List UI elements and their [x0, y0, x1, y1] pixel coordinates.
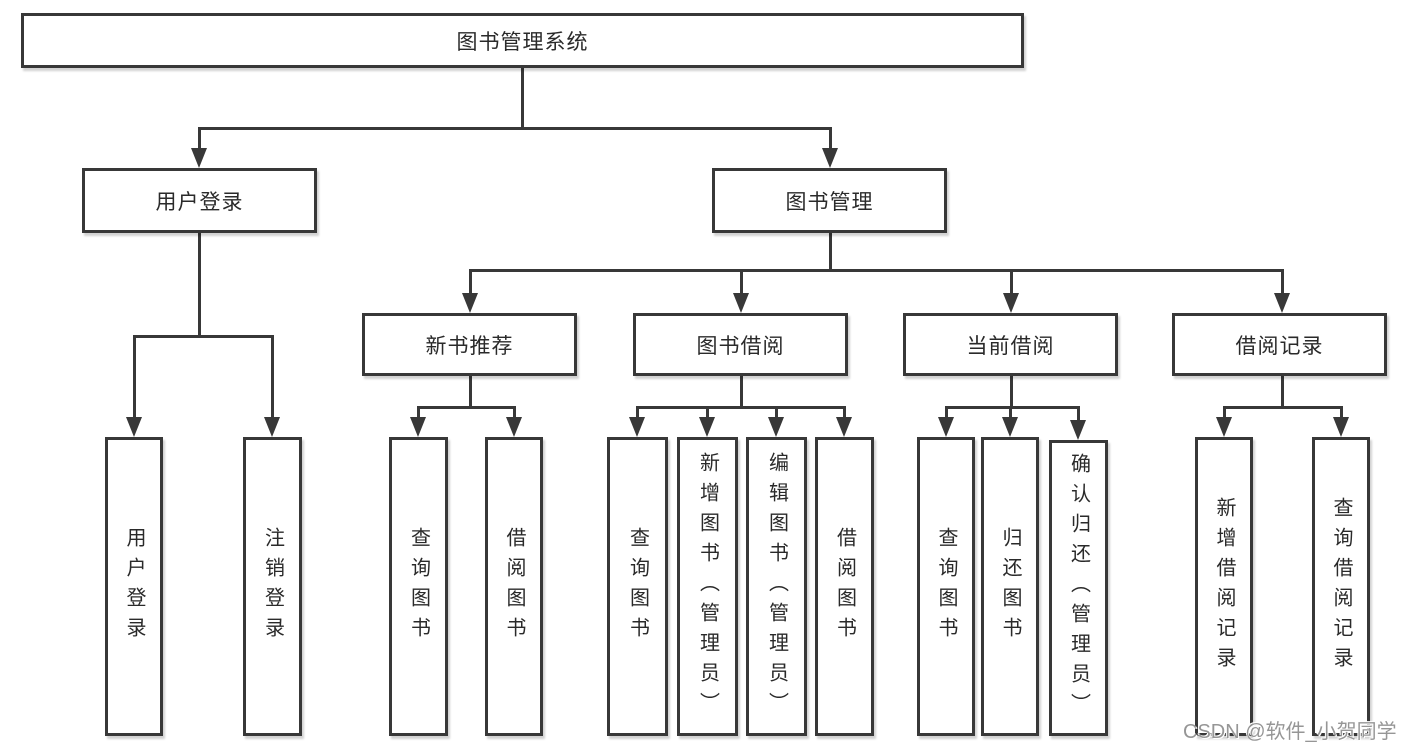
leaf-query-books-recommend: 查询图书	[389, 437, 448, 736]
leaf-borrow-books: 借阅图书	[815, 437, 874, 736]
connector-vline	[1010, 376, 1013, 407]
connector-vline	[133, 336, 136, 423]
connector-vline	[521, 68, 524, 128]
connector-vline	[513, 407, 516, 423]
leaf-query-borrow-record: 查询借阅记录	[1312, 437, 1370, 736]
connector-vline	[740, 376, 743, 407]
arrowhead-down-icon	[768, 417, 784, 437]
node-root: 图书管理系统	[21, 13, 1024, 68]
arrowhead-down-icon	[462, 293, 478, 313]
connector-vline	[1281, 270, 1284, 298]
connector-hline	[198, 127, 832, 130]
connector-hline	[133, 335, 274, 338]
leaf-add-borrow-record: 新增借阅记录	[1195, 437, 1253, 736]
node-book-borrow: 图书借阅	[633, 313, 848, 376]
connector-vline	[945, 407, 948, 423]
leaf-query-books-current: 查询图书	[917, 437, 975, 736]
leaf-confirm-return-admin: 确认归还（管理员）	[1049, 440, 1108, 736]
connector-vline	[271, 336, 274, 423]
connector-vline	[1340, 407, 1343, 423]
arrowhead-down-icon	[822, 148, 838, 168]
connector-vline	[1077, 407, 1080, 426]
connector-hline	[636, 406, 846, 409]
connector-vline	[829, 128, 832, 153]
arrowhead-down-icon	[938, 417, 954, 437]
node-user-login: 用户登录	[82, 168, 317, 233]
arrowhead-down-icon	[1274, 293, 1290, 313]
connector-vline	[843, 407, 846, 423]
connector-vline	[469, 270, 472, 298]
node-current-borrow: 当前借阅	[903, 313, 1118, 376]
connector-vline	[1010, 270, 1013, 298]
arrowhead-down-icon	[410, 417, 426, 437]
connector-vline	[1009, 407, 1012, 423]
connector-vline	[417, 407, 420, 423]
watermark: CSDN @软件_小贺同学	[1183, 721, 1397, 743]
leaf-edit-book-admin: 编辑图书（管理员）	[746, 437, 807, 736]
connector-vline	[636, 407, 639, 423]
arrowhead-down-icon	[733, 293, 749, 313]
arrowhead-down-icon	[1002, 417, 1018, 437]
leaf-add-book-admin: 新增图书（管理员）	[677, 437, 738, 736]
arrowhead-down-icon	[1216, 417, 1232, 437]
node-book-management: 图书管理	[712, 168, 947, 233]
connector-hline	[469, 269, 1284, 272]
arrowhead-down-icon	[836, 417, 852, 437]
connector-hline	[1223, 406, 1343, 409]
connector-vline	[740, 270, 743, 298]
leaf-query-books-borrow: 查询图书	[607, 437, 668, 736]
connector-vline	[198, 233, 201, 336]
connector-vline	[198, 128, 201, 153]
connector-vline	[775, 407, 778, 423]
connector-hline	[945, 406, 1080, 409]
arrowhead-down-icon	[191, 148, 207, 168]
connector-vline	[469, 376, 472, 407]
arrowhead-down-icon	[506, 417, 522, 437]
arrowhead-down-icon	[1003, 293, 1019, 313]
connector-vline	[829, 233, 832, 270]
connector-vline	[706, 407, 709, 423]
leaf-logout: 注销登录	[243, 437, 302, 736]
node-new-book-recommend: 新书推荐	[362, 313, 577, 376]
leaf-user-login: 用户登录	[105, 437, 163, 736]
connector-vline	[1223, 407, 1226, 423]
leaf-borrow-books-recommend: 借阅图书	[485, 437, 543, 736]
arrowhead-down-icon	[1333, 417, 1349, 437]
leaf-return-book: 归还图书	[981, 437, 1039, 736]
connector-vline	[1281, 376, 1284, 407]
connector-hline	[417, 406, 516, 409]
arrowhead-down-icon	[1070, 420, 1086, 440]
node-borrow-records: 借阅记录	[1172, 313, 1387, 376]
arrowhead-down-icon	[699, 417, 715, 437]
arrowhead-down-icon	[629, 417, 645, 437]
arrowhead-down-icon	[126, 417, 142, 437]
arrowhead-down-icon	[264, 417, 280, 437]
